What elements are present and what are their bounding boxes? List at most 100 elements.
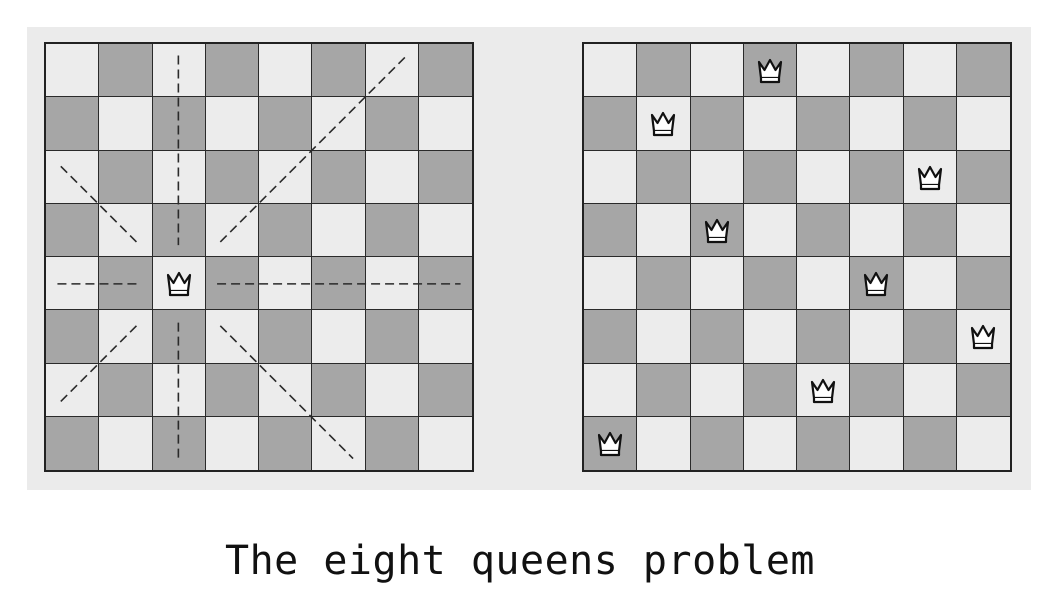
board-square bbox=[46, 150, 100, 204]
board-square bbox=[99, 150, 153, 204]
queen-icon bbox=[755, 55, 785, 85]
board-square bbox=[152, 150, 206, 204]
board-square bbox=[743, 44, 797, 98]
board-square bbox=[99, 97, 153, 151]
board-square bbox=[418, 150, 472, 204]
board-square bbox=[956, 257, 1010, 311]
board-square bbox=[365, 363, 419, 417]
board-square bbox=[690, 310, 744, 364]
board-square bbox=[743, 310, 797, 364]
board-square bbox=[690, 257, 744, 311]
board-square bbox=[205, 310, 259, 364]
board-square bbox=[99, 363, 153, 417]
board-square bbox=[903, 310, 957, 364]
board-square bbox=[152, 363, 206, 417]
queen-icon bbox=[648, 108, 678, 138]
board-square bbox=[46, 44, 100, 98]
board-square bbox=[956, 97, 1010, 151]
board-square bbox=[259, 257, 313, 311]
board-square bbox=[365, 257, 419, 311]
board-square bbox=[903, 203, 957, 257]
board-square bbox=[46, 363, 100, 417]
board-square bbox=[46, 416, 100, 470]
board-square bbox=[956, 310, 1010, 364]
board-square bbox=[418, 203, 472, 257]
board-square bbox=[584, 97, 638, 151]
board-square bbox=[584, 150, 638, 204]
board-square bbox=[850, 97, 904, 151]
board-square bbox=[956, 203, 1010, 257]
board-square bbox=[46, 203, 100, 257]
board-square bbox=[690, 150, 744, 204]
board-square bbox=[690, 363, 744, 417]
board-square bbox=[903, 97, 957, 151]
board-square bbox=[418, 310, 472, 364]
board-square bbox=[259, 203, 313, 257]
board-square bbox=[152, 310, 206, 364]
board-square bbox=[99, 416, 153, 470]
board-square bbox=[584, 257, 638, 311]
board-square bbox=[312, 150, 366, 204]
queen-icon bbox=[595, 428, 625, 458]
board-square bbox=[797, 257, 851, 311]
board-square bbox=[637, 257, 691, 311]
board-square bbox=[850, 363, 904, 417]
board-square bbox=[205, 363, 259, 417]
board-square bbox=[956, 150, 1010, 204]
board-square bbox=[637, 150, 691, 204]
board-square bbox=[365, 203, 419, 257]
board-square bbox=[46, 97, 100, 151]
board-square bbox=[797, 363, 851, 417]
board-square bbox=[259, 97, 313, 151]
board-square bbox=[637, 203, 691, 257]
board-square bbox=[99, 257, 153, 311]
board-square bbox=[690, 203, 744, 257]
queen-icon bbox=[702, 215, 732, 245]
board-square bbox=[743, 97, 797, 151]
board-square bbox=[99, 44, 153, 98]
board-square bbox=[152, 97, 206, 151]
board-square bbox=[205, 416, 259, 470]
board-square bbox=[205, 97, 259, 151]
board-square bbox=[259, 44, 313, 98]
board-square bbox=[46, 310, 100, 364]
board-square bbox=[903, 416, 957, 470]
diagram-caption: The eight queens problem bbox=[225, 538, 815, 584]
board-square bbox=[690, 416, 744, 470]
board-square bbox=[850, 150, 904, 204]
queen-icon bbox=[808, 375, 838, 405]
board-square bbox=[637, 310, 691, 364]
board-square bbox=[584, 363, 638, 417]
board-square bbox=[743, 150, 797, 204]
board-square bbox=[259, 310, 313, 364]
board-square bbox=[418, 44, 472, 98]
board-square bbox=[259, 363, 313, 417]
board-square bbox=[205, 203, 259, 257]
board-square bbox=[637, 97, 691, 151]
board-square bbox=[850, 203, 904, 257]
board-square bbox=[797, 150, 851, 204]
queen-icon bbox=[164, 268, 194, 298]
board-square bbox=[956, 416, 1010, 470]
board-square bbox=[99, 310, 153, 364]
board-square bbox=[418, 97, 472, 151]
board-square bbox=[584, 416, 638, 470]
board-square bbox=[637, 416, 691, 470]
board-square bbox=[637, 44, 691, 98]
board-square bbox=[850, 416, 904, 470]
board-square bbox=[743, 203, 797, 257]
board-square bbox=[259, 416, 313, 470]
board-square bbox=[956, 363, 1010, 417]
chessboard-eight-queens-solution bbox=[582, 42, 1012, 472]
board-square bbox=[259, 150, 313, 204]
board-square bbox=[46, 257, 100, 311]
board-square bbox=[365, 310, 419, 364]
board-square bbox=[205, 257, 259, 311]
board-square bbox=[99, 203, 153, 257]
board-square bbox=[903, 363, 957, 417]
board-square bbox=[152, 416, 206, 470]
board-square bbox=[365, 44, 419, 98]
board-square bbox=[312, 416, 366, 470]
board-square bbox=[637, 363, 691, 417]
board-square bbox=[743, 363, 797, 417]
